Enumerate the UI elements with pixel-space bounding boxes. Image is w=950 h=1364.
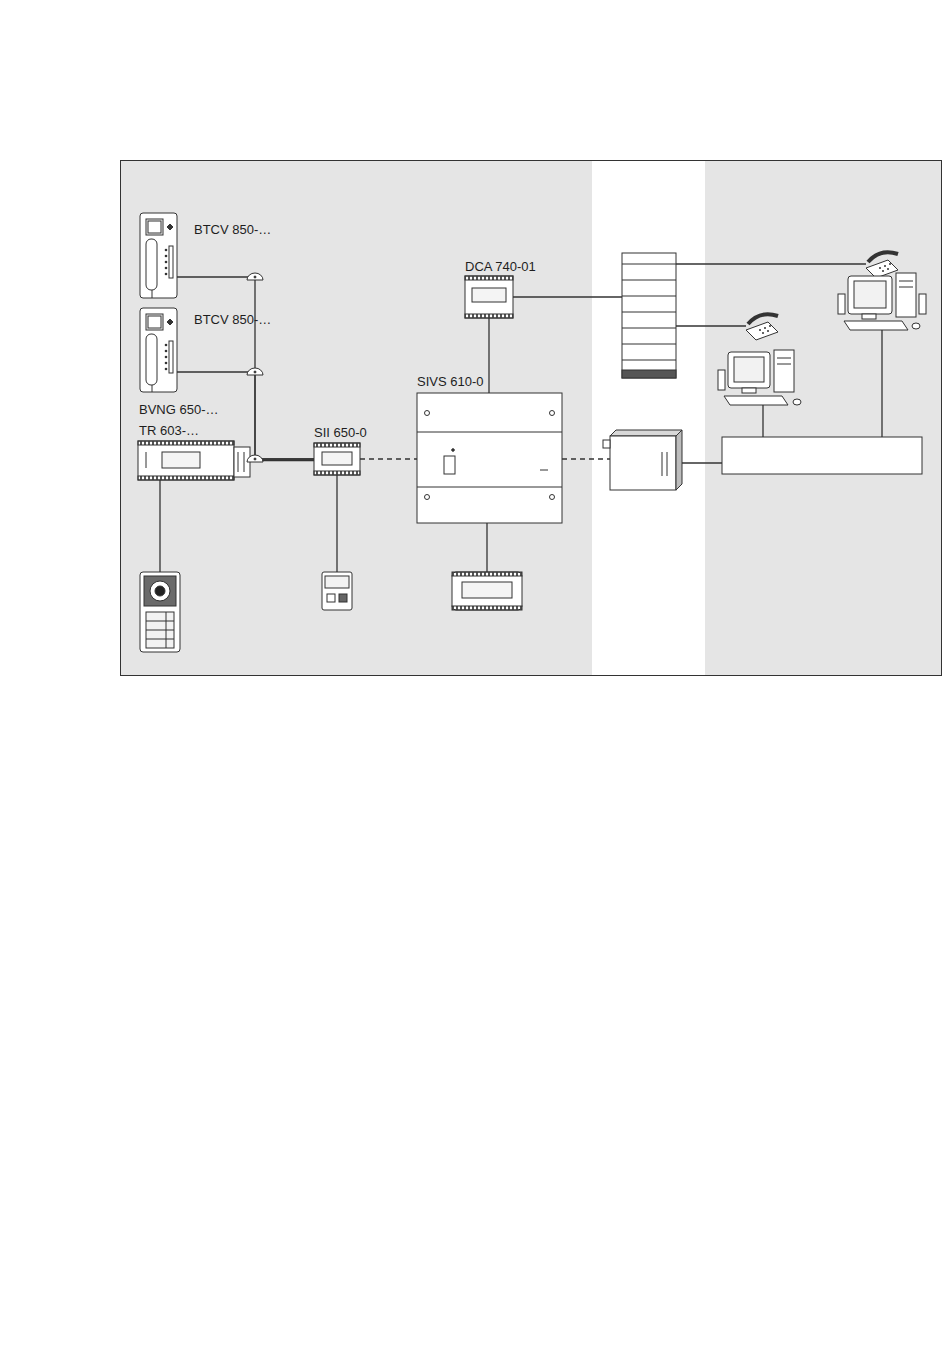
wire [881,330,882,437]
dashed-link [562,458,610,459]
system-interface [417,393,562,523]
part-label: SII 650-0 [314,425,367,440]
telephone [746,314,778,340]
part-label: BTCV 850-… [194,312,271,327]
video-handset: BTCV 850-… [140,213,177,298]
network-gateway [603,430,682,490]
part-label: TR 603-… [139,423,199,438]
video-handset: BTCV 850-… [140,308,177,392]
part-label: SIVS 610-0 [417,374,484,389]
computer [838,273,926,330]
panel-ground [121,161,942,676]
part-label: DCA 740-01 [465,259,536,274]
wire [682,462,722,463]
door-station [140,572,180,652]
telephone-adapter [465,276,513,318]
power-module [452,572,522,610]
interface-module [314,443,360,475]
part-label: BVNG 650-… [139,402,218,417]
part-label: BTCV 850-… [194,222,271,237]
computer [718,350,801,405]
system-interface: SIVS 610-0 [417,393,562,523]
wire [676,325,746,326]
wire [336,475,337,572]
wire [486,523,487,572]
telephone-system [622,253,676,378]
interface-module: SII 650-0 [314,443,360,475]
telephone-adapter: DCA 740-01 [465,276,513,318]
dashed-link [360,458,417,459]
wire [513,296,622,297]
wire [762,405,763,437]
video-handset [140,308,177,392]
bus-junction [247,273,263,462]
bus-wire [488,318,489,393]
video-handset [140,213,177,298]
wire [159,480,160,572]
panel-strip [592,161,705,675]
small-module [322,572,352,610]
power-supply-unit [138,441,250,480]
power-supply-unit: BVNG 650-…TR 603-… [138,441,250,480]
wire [676,263,866,264]
network-box [722,437,922,474]
telephone [866,252,898,278]
